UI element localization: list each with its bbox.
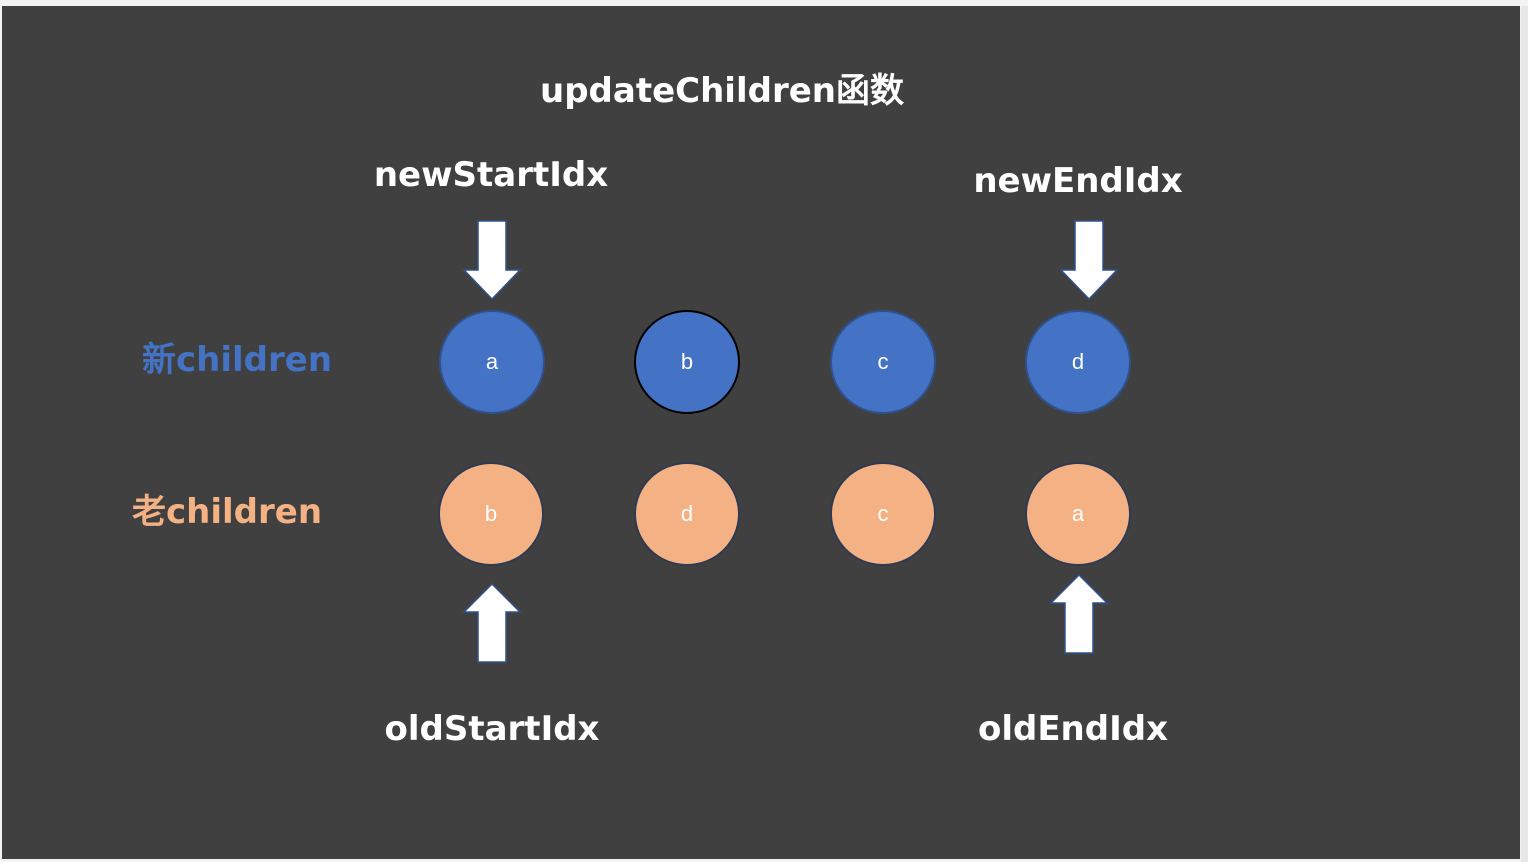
new-start-idx-label: newStartIdx [373, 155, 609, 195]
new-node-d: d [1025, 310, 1131, 414]
old-node-b: b [438, 462, 544, 566]
new-children-label: 新children [142, 340, 333, 380]
old-start-up-arrow-icon [462, 582, 522, 663]
old-end-up-arrow-icon [1049, 573, 1109, 654]
old-children-label: 老children [132, 492, 323, 532]
slide-canvas: updateChildren函数 newStartIdx newEndIdx 新… [2, 6, 1520, 859]
diagram-title: updateChildren函数 [540, 71, 904, 111]
new-node-b: b [634, 310, 740, 414]
old-start-idx-label: oldStartIdx [384, 709, 600, 749]
new-node-a: a [439, 310, 545, 414]
old-end-idx-label: oldEndIdx [977, 709, 1169, 749]
new-end-idx-label: newEndIdx [973, 161, 1183, 201]
old-node-c: c [830, 462, 936, 566]
new-end-down-arrow-icon [1059, 220, 1119, 301]
slide-edge [1521, 6, 1528, 862]
new-node-c: c [830, 310, 936, 414]
new-start-down-arrow-icon [462, 220, 522, 301]
old-node-d: d [634, 462, 740, 566]
old-node-a: a [1025, 462, 1131, 566]
